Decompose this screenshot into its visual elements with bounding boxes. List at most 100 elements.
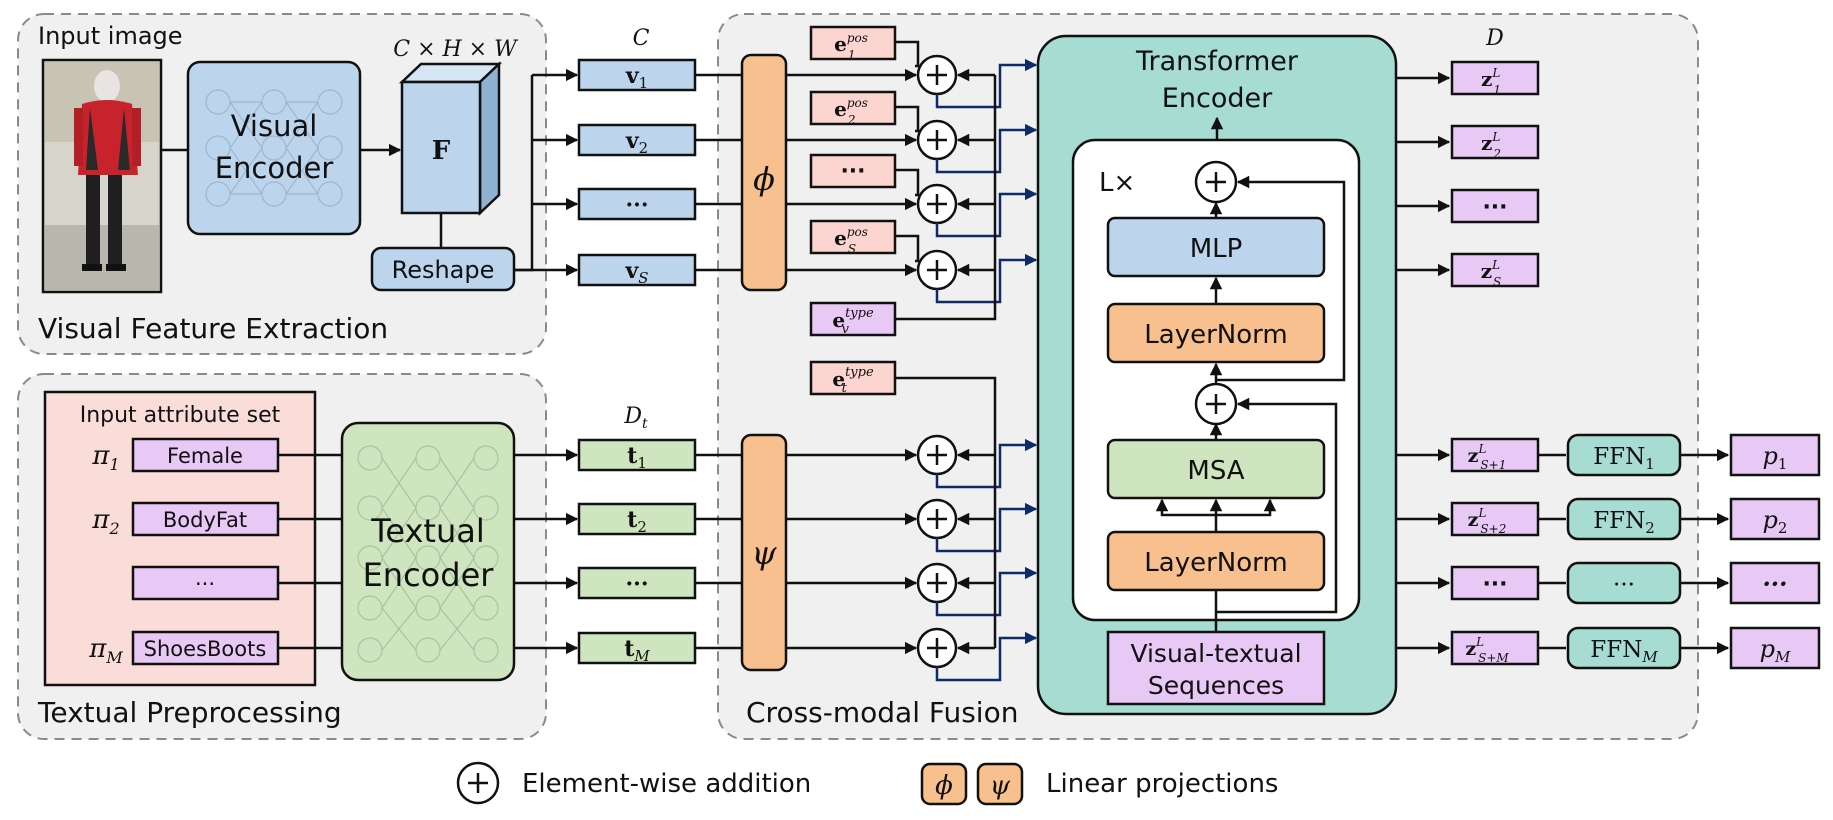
attribute-symbol: π2 <box>91 505 119 538</box>
legend-psi-icon <box>976 762 1024 806</box>
visual-connectors <box>161 68 579 277</box>
legend: Element-wise addition ϕ ψ Linear project… <box>456 761 1278 806</box>
mlp-label: MLP <box>1190 234 1243 264</box>
ffn-label: FFN1 <box>1593 444 1655 473</box>
attribute-box <box>131 565 280 601</box>
textual-encoder-label-2: Encoder <box>363 556 495 594</box>
attribute-set-label: Input attribute set <box>80 403 281 428</box>
fusion-section-title: Cross-modal Fusion <box>746 696 1018 729</box>
prediction-box <box>1729 626 1821 670</box>
visual-section-title: Visual Feature Extraction <box>38 312 388 345</box>
visual-textual-sequences-block <box>1106 630 1326 706</box>
transformer-title-1: Transformer <box>1135 46 1299 77</box>
attribute-box <box>131 437 280 473</box>
text-token <box>577 566 697 600</box>
legend-psi-symbol: ψ <box>990 771 1011 801</box>
legend-projections-label: Linear projections <box>1046 769 1278 799</box>
reshape-block: Reshape <box>370 246 516 292</box>
prediction-box <box>1729 561 1821 605</box>
layer-repeat-label: L× <box>1099 168 1135 198</box>
ffn-label: FFN2 <box>1593 508 1655 537</box>
visual-output-token <box>1450 188 1540 224</box>
text-output-token <box>1450 501 1540 537</box>
text-output-token <box>1450 630 1540 666</box>
prediction-label: p1 <box>1763 442 1788 473</box>
psi-symbol: ψ <box>751 534 777 572</box>
text-output-label: ··· <box>1482 572 1507 597</box>
feature-symbol: F <box>432 136 451 166</box>
attribute-label: ··· <box>195 572 215 596</box>
visual-token-label: v1 <box>625 63 648 92</box>
visual-token-dim: C <box>633 26 650 51</box>
input-image <box>41 58 163 294</box>
attribute-symbol: πM <box>88 634 123 667</box>
text-token <box>577 502 697 536</box>
prediction-box <box>1729 433 1821 477</box>
position-embedding <box>809 90 897 126</box>
visual-encoder: Visual Encoder <box>186 60 362 236</box>
attribute-label: BodyFat <box>163 508 247 532</box>
phi-projection: ϕ <box>740 53 788 292</box>
legend-phi-symbol: ϕ <box>935 771 953 801</box>
visual-token <box>577 187 697 221</box>
psi-projection: ψ <box>740 433 788 672</box>
visual-token-label: vS <box>624 258 648 287</box>
visual-token <box>577 58 697 92</box>
visual-output-token <box>1450 124 1540 160</box>
layernorm-top-label: LayerNorm <box>1144 320 1287 350</box>
prediction-label: p2 <box>1763 506 1788 537</box>
text-token-label: t1 <box>627 443 647 472</box>
layernorm-bottom-label: LayerNorm <box>1144 548 1287 578</box>
visual-output-token <box>1450 60 1540 96</box>
prediction-label: ··· <box>1762 569 1787 598</box>
prediction-label: pM <box>1760 635 1791 666</box>
phi-symbol: ϕ <box>753 160 775 198</box>
text-token-dim: Dt <box>623 404 648 432</box>
feature-dim-label: C × H × W <box>393 37 519 62</box>
ffn-label: FFNM <box>1590 637 1658 666</box>
msa-label: MSA <box>1187 456 1244 486</box>
visual-encoder-label-1: Visual <box>231 109 318 143</box>
textual-encoder-label-1: Textual <box>370 512 485 550</box>
text-token <box>577 631 697 665</box>
text-token-label: tM <box>624 636 650 665</box>
sequences-label-2: Sequences <box>1148 671 1284 700</box>
attribute-label: Female <box>167 444 243 468</box>
position-embedding <box>809 219 897 255</box>
transformer-title-2: Encoder <box>1162 83 1273 114</box>
textual-section-title: Textual Preprocessing <box>37 696 342 729</box>
visual-output-token <box>1450 252 1540 288</box>
legend-addition-label: Element-wise addition <box>522 769 811 799</box>
ffn-label: ··· <box>1613 572 1635 598</box>
attribute-box <box>131 501 280 537</box>
input-image-label: Input image <box>38 22 183 50</box>
textual-encoder: Textual Encoder <box>340 421 516 682</box>
legend-phi-icon <box>920 762 968 806</box>
text-token-label: ··· <box>626 571 649 597</box>
sequences-label-1: Visual-textual <box>1130 639 1301 668</box>
visual-token-label: v2 <box>625 128 648 157</box>
visual-token-label: ··· <box>626 192 649 218</box>
attribute-label: ShoesBoots <box>144 637 267 661</box>
visual-encoder-label-2: Encoder <box>215 151 334 185</box>
prediction-box <box>1729 497 1821 541</box>
